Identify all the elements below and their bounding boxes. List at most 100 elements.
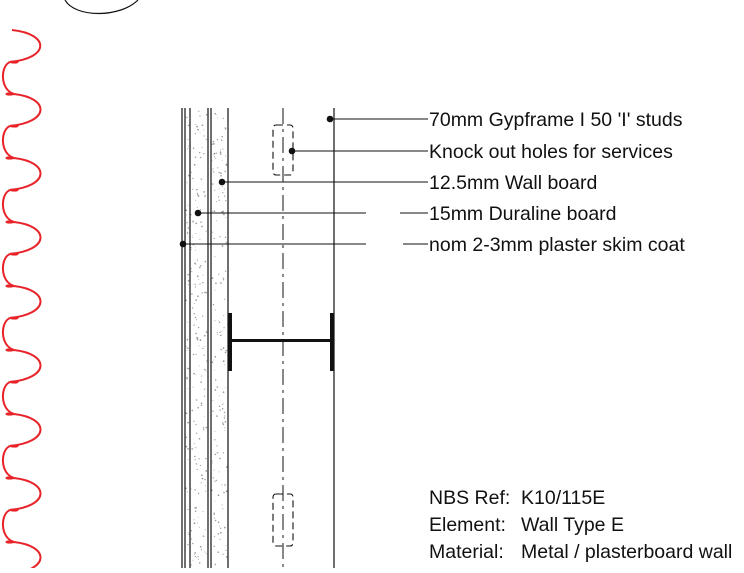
speckle-dot xyxy=(205,230,207,232)
speckle-dot xyxy=(204,478,206,481)
speckle-dot xyxy=(186,376,188,379)
speckle-dot xyxy=(224,415,226,417)
speckle-dot xyxy=(201,375,203,377)
speckle-dot xyxy=(193,443,195,444)
speckle-dot xyxy=(218,321,221,324)
label-wall-board: 12.5mm Wall board xyxy=(429,172,597,194)
speckle-dot xyxy=(195,124,197,125)
speckle-dot xyxy=(222,404,224,406)
speckle-dot xyxy=(187,227,190,229)
speckle-dot xyxy=(187,124,190,127)
speckle-dot xyxy=(222,391,225,394)
speckle-dot xyxy=(213,369,215,371)
speckle-dot xyxy=(205,490,207,492)
speckle-dot xyxy=(213,469,215,471)
spec-key-nbs-ref: NBS Ref: xyxy=(429,487,510,509)
speckle-dot xyxy=(214,563,217,566)
speckle-dot xyxy=(214,439,216,441)
speckle-dot xyxy=(214,256,216,258)
speckle-dot xyxy=(196,192,198,194)
speckle-dot xyxy=(199,545,202,548)
speckle-dot xyxy=(197,195,200,197)
speckle-dot xyxy=(204,195,206,197)
speckle-dot xyxy=(213,512,215,514)
knock-out-hole-upper xyxy=(272,124,294,176)
speckle-dot xyxy=(185,445,188,448)
speckle-dot xyxy=(187,508,189,511)
speckle-dot xyxy=(213,156,216,158)
speckle-dot xyxy=(213,140,215,142)
spec-value-element: Wall Type E xyxy=(521,514,624,536)
speckle-dot xyxy=(211,160,213,162)
speckle-dot xyxy=(197,295,199,298)
speckle-dot xyxy=(197,128,199,131)
speckle-dot xyxy=(196,522,198,524)
speckle-dot xyxy=(196,336,199,339)
speckle-dot xyxy=(224,236,227,239)
speckle-dot xyxy=(195,353,197,355)
speckle-dot xyxy=(196,260,198,262)
speckle-dot xyxy=(223,315,225,316)
leader-dot-skim xyxy=(179,240,187,248)
speckle-dot xyxy=(214,320,216,322)
speckle-dot xyxy=(193,372,195,375)
speckle-dot xyxy=(195,463,198,465)
speckle-dot xyxy=(224,420,227,423)
speckle-dot xyxy=(203,354,205,356)
speckle-dot xyxy=(203,334,206,337)
speckle-dot xyxy=(224,298,226,300)
speckle-dot xyxy=(202,274,204,276)
speckle-dot xyxy=(212,303,215,306)
speckle-dot xyxy=(225,545,227,546)
speckle-dot xyxy=(224,363,225,365)
speckle-dot xyxy=(195,374,197,376)
speckle-dot xyxy=(193,302,195,304)
speckle-dot xyxy=(222,422,224,424)
speckle-dot xyxy=(214,430,216,432)
speckle-dot xyxy=(198,151,201,154)
speckle-dot xyxy=(225,490,228,493)
speckle-dot xyxy=(198,437,201,440)
speckle-dot xyxy=(199,464,201,467)
speckle-dot xyxy=(195,299,197,301)
speckle-dot xyxy=(214,480,216,482)
speckle-dot xyxy=(213,535,216,537)
speckle-dot xyxy=(213,210,216,213)
speckle-dot xyxy=(205,553,207,555)
speckle-dot xyxy=(214,309,216,311)
speckle-dot xyxy=(222,553,224,556)
spec-key-material: Material: xyxy=(429,541,504,563)
label-studs: 70mm Gypframe I 50 'I' studs xyxy=(429,109,683,131)
speckle-dot xyxy=(196,338,199,341)
label-duraline-board: 15mm Duraline board xyxy=(429,203,617,225)
speckle-dot xyxy=(188,145,189,147)
speckle-dot xyxy=(204,368,206,371)
speckle-dot xyxy=(214,112,216,115)
speckle-dot xyxy=(186,116,188,119)
speckle-dot xyxy=(201,124,204,127)
detail-reference-circle xyxy=(64,0,139,15)
speckle-dot xyxy=(219,151,222,154)
speckle-dot xyxy=(190,171,192,173)
speckle-dot xyxy=(196,188,198,191)
speckle-dot xyxy=(203,135,205,137)
speckle-dot xyxy=(194,156,197,158)
speckle-dot xyxy=(201,477,204,480)
revision-cloud xyxy=(2,29,42,573)
speckle-dot xyxy=(224,484,226,486)
speckle-dot xyxy=(225,216,227,218)
speckle-dot xyxy=(192,542,194,545)
speckle-dot xyxy=(211,211,213,212)
speckle-dot xyxy=(193,324,195,326)
speckle-dot xyxy=(190,248,192,250)
speckle-dot xyxy=(197,555,199,558)
speckle-dot xyxy=(219,334,222,337)
speckle-dot xyxy=(193,553,195,555)
speckle-dot xyxy=(203,388,206,390)
speckle-dot xyxy=(191,188,193,190)
speckle-dot xyxy=(217,167,219,169)
speckle-dot xyxy=(225,466,228,468)
speckle-dot xyxy=(197,492,200,495)
speckle-dot xyxy=(195,447,197,449)
speckle-dot xyxy=(186,182,188,184)
